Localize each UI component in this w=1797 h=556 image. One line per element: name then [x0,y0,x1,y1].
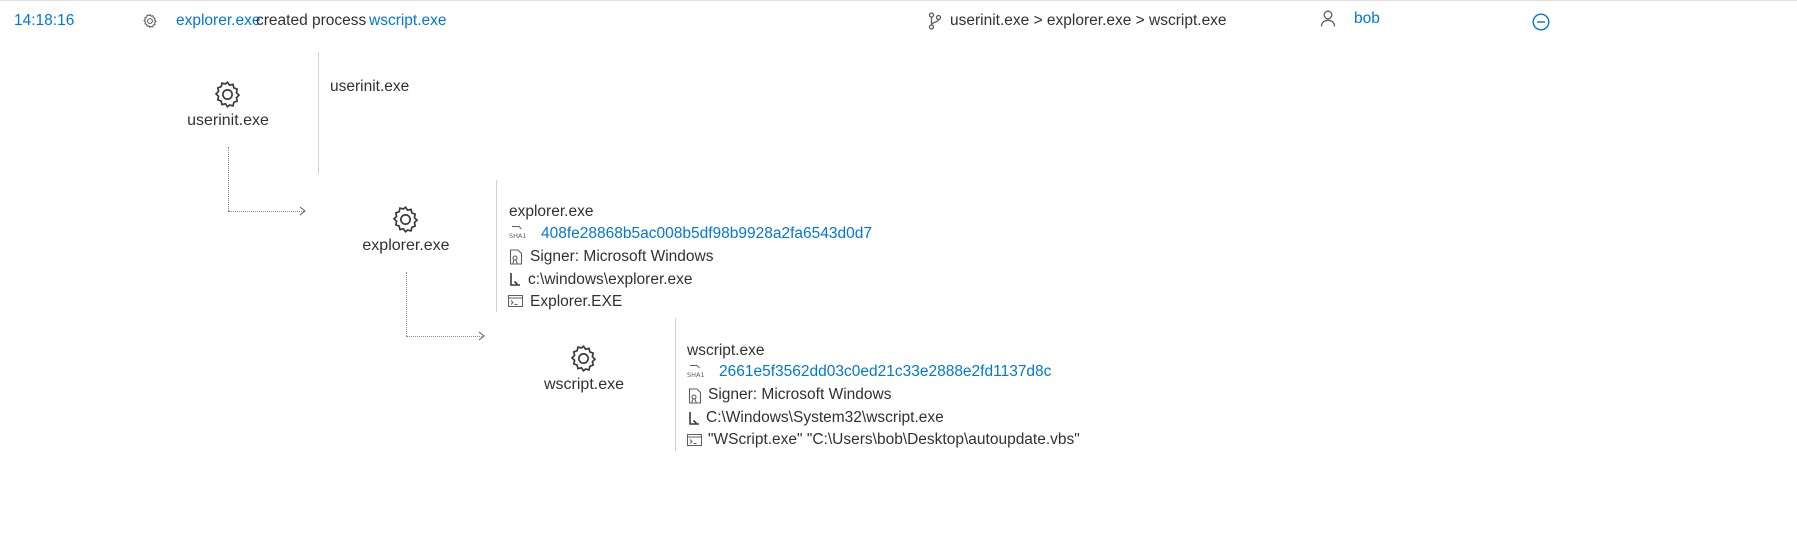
node-divider [496,180,497,312]
user-link[interactable]: bob [1354,10,1380,27]
action-text: created process [256,12,367,29]
node-label-userinit[interactable]: userinit.exe [187,112,269,129]
signer-text: Signer: Microsoft Windows [708,386,892,403]
top-divider [0,0,1797,1]
detail-name-userinit: userinit.exe [330,78,410,95]
svg-text:SHA1: SHA1 [509,232,527,240]
branch-icon [928,12,942,30]
node-label-explorer[interactable]: explorer.exe [362,237,450,254]
gear-icon [568,343,599,374]
target-process-link[interactable]: wscript.exe [369,12,447,29]
gear-icon [142,13,158,29]
detail-name-explorer: explorer.exe [509,203,594,220]
sha1-hash-link[interactable]: 2661e5f3562dd03c0ed21c33e2888e2fd1137d8c [719,363,1052,380]
sha1-icon: SHA1 [508,224,528,240]
event-time[interactable]: 14:18:16 [14,12,75,29]
certificate-icon [688,388,702,404]
tree-connector [228,147,229,211]
signer-text: Signer: Microsoft Windows [530,248,714,265]
tree-connector [406,272,407,336]
sha1-hash-link[interactable]: 408fe28868b5ac008b5df98b9928a2fa6543d0d7 [541,225,873,242]
command-line-icon [687,434,702,446]
gear-icon [212,79,243,110]
gear-icon [390,204,421,235]
image-path-text: C:\Windows\System32\wscript.exe [706,409,944,426]
certificate-icon [509,249,523,265]
sha1-icon: SHA1 [686,363,706,379]
detail-name-wscript: wscript.exe [687,342,765,359]
node-divider [675,318,676,451]
person-icon [1320,10,1336,27]
folder-path-icon [688,411,700,425]
command-line-text: "WScript.exe" "C:\Users\bob\Desktop\auto… [708,431,1080,448]
node-divider [318,52,319,174]
command-line-text: Explorer.EXE [530,293,623,310]
arrow-icon [299,206,307,216]
svg-text:SHA1: SHA1 [687,371,705,379]
tree-connector [228,211,304,212]
node-label-wscript[interactable]: wscript.exe [543,376,625,393]
command-line-icon [508,295,523,307]
arrow-icon [478,331,486,341]
minus-circle-icon[interactable] [1532,13,1550,31]
actor-process-link[interactable]: explorer.exe [176,12,261,29]
folder-path-icon [509,272,521,286]
image-path-text: c:\windows\explorer.exe [528,271,693,288]
process-chain-text: userinit.exe > explorer.exe > wscript.ex… [950,12,1227,29]
tree-connector [406,336,482,337]
